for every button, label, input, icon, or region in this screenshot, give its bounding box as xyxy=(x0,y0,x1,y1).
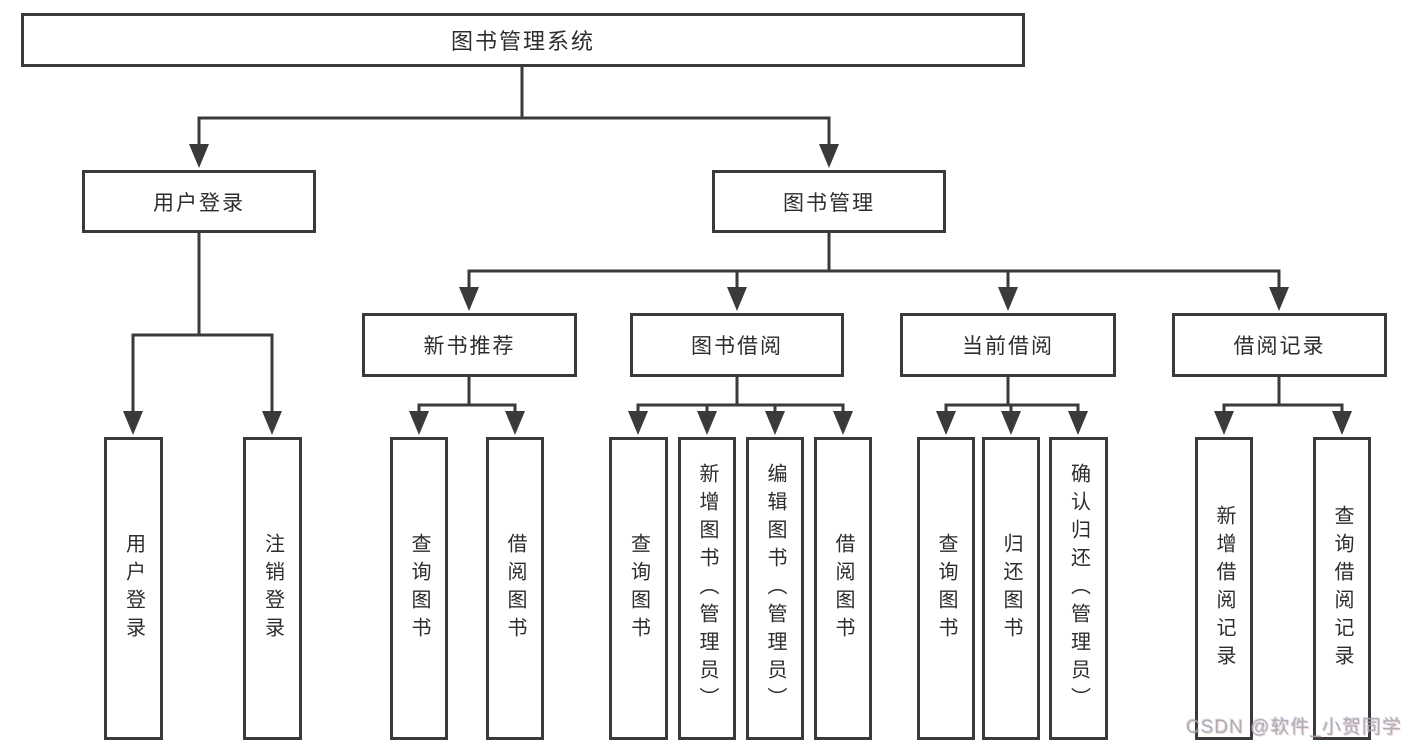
node-borrow-books-borrowing: 借阅图书 xyxy=(814,437,872,740)
node-edit-books-admin: 编辑图书（管理员） xyxy=(746,437,804,740)
node-user-login-leaf: 用户登录 xyxy=(104,437,163,740)
node-return-books: 归还图书 xyxy=(982,437,1040,740)
node-borrow-books-recommend: 借阅图书 xyxy=(486,437,544,740)
node-borrowing-records: 借阅记录 xyxy=(1172,313,1387,377)
node-query-books-current: 查询图书 xyxy=(917,437,975,740)
node-book-management: 图书管理 xyxy=(712,170,946,233)
node-root: 图书管理系统 xyxy=(21,13,1025,67)
node-new-book-recommendation: 新书推荐 xyxy=(362,313,577,377)
node-query-books-borrowing: 查询图书 xyxy=(609,437,668,740)
node-add-borrow-record: 新增借阅记录 xyxy=(1195,437,1253,740)
node-query-books-recommend: 查询图书 xyxy=(390,437,448,740)
node-add-books-admin: 新增图书（管理员） xyxy=(678,437,736,740)
node-confirm-return-admin: 确认归还（管理员） xyxy=(1049,437,1108,740)
node-query-borrow-record: 查询借阅记录 xyxy=(1313,437,1371,740)
node-book-borrowing: 图书借阅 xyxy=(630,313,844,377)
node-logout: 注销登录 xyxy=(243,437,302,740)
node-current-borrowing: 当前借阅 xyxy=(900,313,1116,377)
node-user-login: 用户登录 xyxy=(82,170,316,233)
